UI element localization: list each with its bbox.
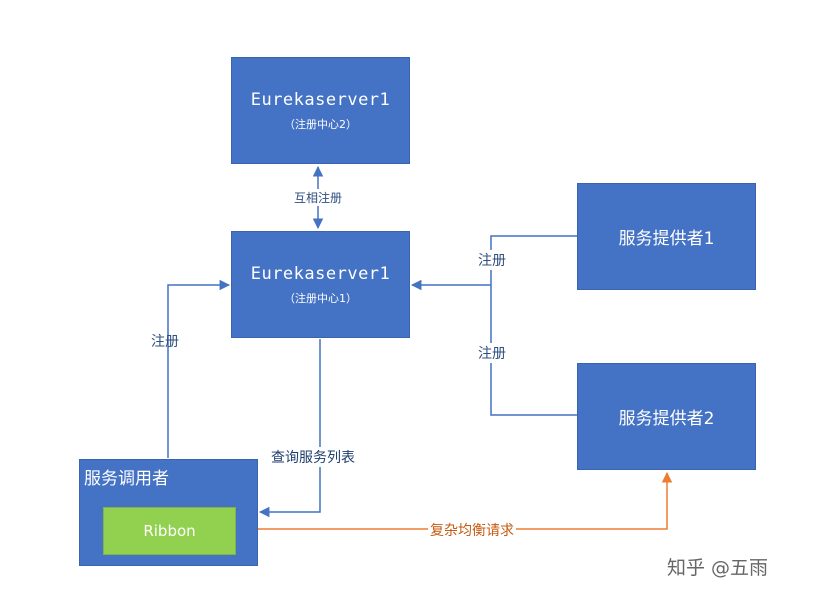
mutual-register-label: 互相注册 — [292, 189, 345, 206]
consumer-register-label: 注册 — [151, 334, 179, 350]
eureka-server-1-subtitle: （注册中心1） — [284, 291, 357, 305]
provider-2-node: 服务提供者2 — [577, 363, 756, 470]
query-services-label: 查询服务列表 — [269, 447, 357, 467]
query-services-connector — [258, 339, 321, 518]
consumer-node: 服务调用者 Ribbon — [79, 459, 258, 566]
eureka-server-1-node: Eurekaserver1 （注册中心1） — [231, 231, 410, 338]
eureka-server-1-title: Eurekaserver1 — [250, 263, 391, 284]
watermark-text: 知乎 @五雨 — [667, 557, 769, 579]
ribbon-node: Ribbon — [103, 507, 236, 555]
load-balance-label: 复杂均衡请求 — [428, 520, 516, 540]
provider-1-node: 服务提供者1 — [577, 183, 756, 290]
provider-2-label: 服务提供者2 — [618, 409, 715, 429]
ribbon-label: Ribbon — [143, 522, 196, 540]
provider2-register-connector — [490, 285, 577, 416]
eureka-server-2-title: Eurekaserver1 — [250, 89, 391, 110]
eureka-server-2-subtitle: （注册中心2） — [284, 117, 357, 131]
consumer-register-connector — [167, 279, 231, 458]
load-balance-connector — [235, 471, 673, 530]
provider1-register-label: 注册 — [476, 250, 508, 270]
provider-1-label: 服务提供者1 — [618, 229, 715, 249]
eureka-server-2-node: Eurekaserver1 （注册中心2） — [231, 57, 410, 164]
provider2-register-label: 注册 — [476, 343, 508, 363]
consumer-label: 服务调用者 — [84, 469, 169, 489]
